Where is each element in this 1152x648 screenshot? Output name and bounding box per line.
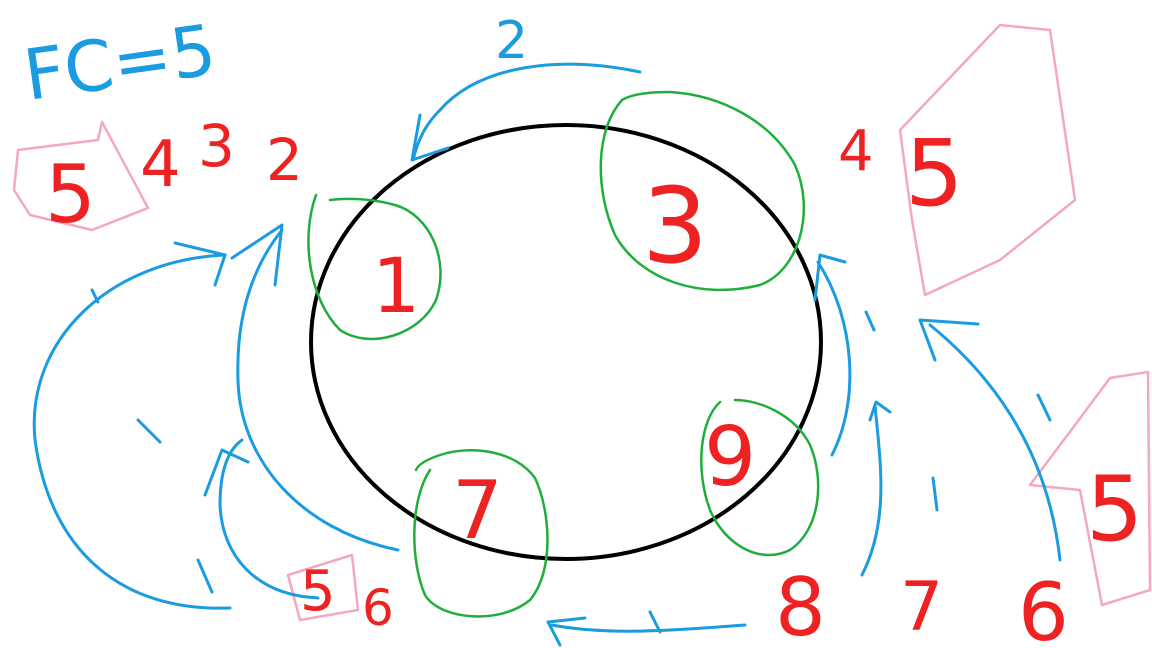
arrow-left-inner: [218, 438, 320, 600]
highlight-box-bottom-left: [286, 553, 360, 622]
top-right-highlighted: 5: [905, 120, 964, 227]
highlight-box-top-right: [898, 23, 1077, 297]
seq-bottom-right-8: 8: [775, 561, 826, 648]
tick-left-1: [90, 288, 100, 304]
highlight-box-top-left: [12, 120, 150, 232]
clock-circle: [309, 123, 823, 561]
right-side-highlighted: 5: [1086, 457, 1143, 562]
seq-top-left-4: 4: [140, 128, 181, 202]
bottom-left-highlighted: 5: [300, 559, 336, 624]
arrow-label-2: 2: [495, 11, 528, 71]
seq-top-left-2: 2: [266, 126, 303, 194]
top-right-crossed: 4: [838, 119, 874, 184]
seq-bottom-right-6: 6: [1018, 566, 1069, 648]
formula-label: FC=5: [19, 9, 221, 117]
frame-label-1: 1: [372, 241, 420, 330]
tick-far-right-1: [1036, 393, 1052, 422]
arrow-top-head: [410, 113, 450, 162]
tick-left-3: [196, 558, 214, 594]
frame-circle-3: [599, 90, 806, 292]
arrow-right-upper-head: [813, 253, 847, 302]
arrow-top: [411, 62, 642, 162]
arrow-far-right: [928, 323, 1062, 562]
arrow-bottom: [550, 623, 747, 633]
tick-right-1: [864, 310, 876, 332]
frame-label-9: 9: [704, 410, 756, 505]
seq-bottom-right-7: 7: [900, 568, 943, 647]
frame-circle-9: [700, 398, 820, 557]
arrow-left-middle: [236, 228, 400, 552]
frame-label-3: 3: [642, 165, 708, 287]
tick-left-2: [136, 418, 162, 444]
arrow-left-outer-head: [173, 241, 227, 287]
arrow-bottom-head: [546, 616, 587, 647]
frame-circle-7: [413, 449, 549, 618]
highlight-box-right: [1028, 370, 1152, 607]
seq-top-left-3: 3: [198, 112, 235, 180]
arrow-right-lower-head: [868, 400, 892, 422]
frame-label-7: 7: [452, 464, 503, 557]
arrow-left-inner-head: [203, 448, 250, 497]
arrow-right-upper: [816, 260, 852, 457]
frame-circle-1: [307, 193, 442, 341]
arrow-left-outer: [32, 253, 232, 610]
arrow-left-middle-head: [230, 223, 284, 287]
tick-far-right-2: [931, 476, 939, 512]
tick-bottom: [648, 610, 662, 634]
arrow-far-right-head: [918, 318, 980, 362]
arrow-right-lower: [860, 403, 883, 577]
bottom-left-next: 6: [362, 579, 394, 637]
seq-top-left-highlighted: 5: [45, 148, 96, 241]
